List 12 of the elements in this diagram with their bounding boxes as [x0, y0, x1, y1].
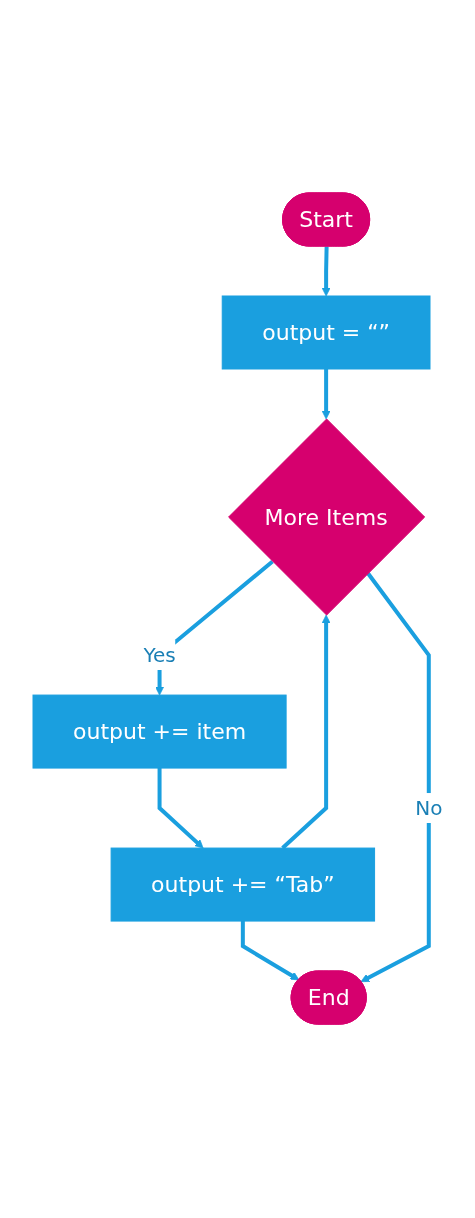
arrow — [240, 921, 300, 981]
arrow — [321, 246, 331, 297]
edge-label: Yes — [143, 643, 176, 668]
node-diamond: More Items — [227, 418, 425, 617]
edge-label: No — [414, 796, 443, 821]
arrow — [157, 768, 204, 849]
arrow — [360, 572, 431, 983]
node-box: output += “Tab” — [110, 848, 375, 923]
arrow — [281, 615, 331, 850]
arrow — [321, 369, 331, 420]
node-box: output = “” — [221, 295, 431, 370]
node-box: output += item — [32, 695, 287, 770]
